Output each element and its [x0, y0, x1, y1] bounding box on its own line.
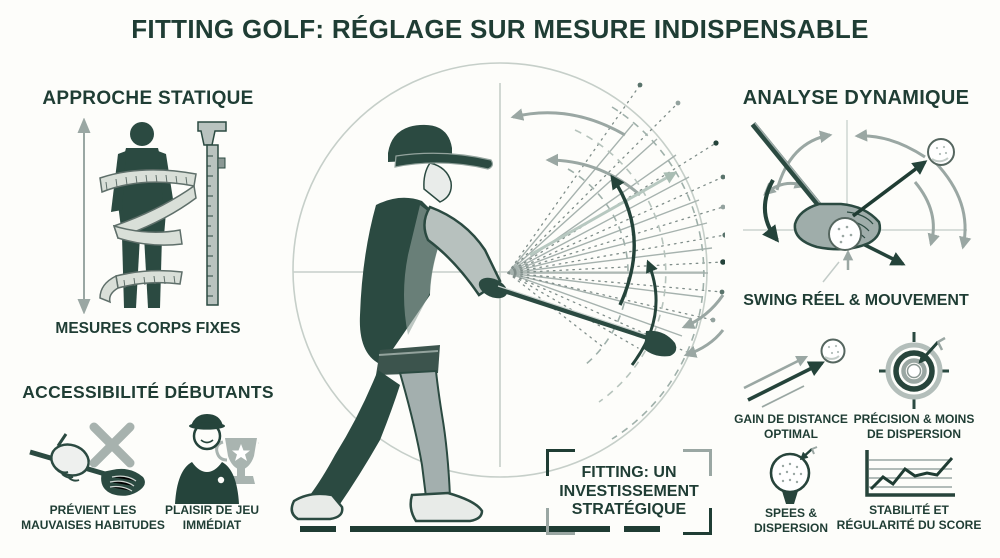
golf-club-head — [644, 330, 677, 357]
dart — [918, 336, 946, 364]
bullseye-ball — [906, 363, 922, 379]
beginners-heading: ACCESSIBILITÉ DÉBUTANTS — [22, 382, 274, 402]
club-impact-motion-illustration — [743, 120, 972, 283]
golfer-figure — [290, 124, 677, 523]
prevent-habits-caption: PRÉVIENT LES MAUVAISES HABITUDES — [21, 503, 165, 532]
ball-flight-arrow — [851, 160, 928, 218]
golfer-bust — [175, 414, 239, 504]
dynamic-analysis-heading: ANALYSE DYNAMIQUE — [742, 87, 970, 109]
static-approach-caption: MESURES CORPS FIXES — [55, 320, 241, 337]
bracket-corner — [546, 449, 575, 476]
dispersion-rays — [507, 123, 713, 337]
precision-caption: PRÉCISION & MOINS DE DISPERSION — [853, 412, 975, 441]
score-stability-caption: STABILITÉ ET RÉGULARITÉ DU SCORE — [836, 503, 982, 532]
distance-gain-caption: GAIN DE DISTANCE OPTIMAL — [734, 412, 848, 441]
golfer-swing-dispersion-illustration — [290, 62, 725, 532]
score-line-chart-icon — [865, 450, 955, 497]
page-title: FITTING GOLF: RÉGLAGE SUR MESURE INDISPE… — [131, 14, 869, 44]
dart — [799, 446, 818, 461]
golfer-trophy-icon — [175, 414, 259, 504]
static-approach-heading: APPROCHE STATIQUE — [42, 88, 254, 109]
golf-club-shaft — [495, 285, 653, 342]
dotted-dispersion-rays — [507, 84, 725, 355]
tee — [782, 491, 798, 504]
speed-dispersion-caption: SPEES & DISPERSION — [753, 506, 828, 535]
strategy-callout-box: FITTING: UN INVESTISSEMENT STRATÉGIQUE — [546, 449, 712, 535]
caliper — [197, 121, 227, 306]
bracket-corner — [683, 449, 712, 476]
golfball-tee-dart-icon — [769, 446, 818, 504]
golf-ball-impact — [828, 217, 862, 251]
strategy-label: FITTING: UN INVESTISSEMENT STRATÉGIQUE — [559, 463, 699, 519]
measuring-tape — [99, 169, 197, 304]
target-dart-icon — [879, 332, 949, 409]
bracket-corner — [546, 508, 575, 535]
immediate-fun-caption: PLAISIR DE JEU IMMÉDIAT — [164, 503, 260, 532]
body-measure-icon — [77, 118, 227, 314]
golf-ball-flying — [927, 138, 955, 166]
x-mark-icon — [89, 422, 135, 468]
trophy-star — [232, 444, 250, 461]
score-trend-line — [869, 457, 954, 491]
distance-arrow-ball-icon — [743, 338, 846, 408]
golf-ball — [820, 338, 846, 364]
swing-caption: SWING RÉEL & MOUVEMENT — [743, 292, 969, 309]
dispersion-arcs — [567, 106, 705, 440]
grip-club-x-icon — [29, 422, 145, 496]
swing-plane-circle — [292, 62, 708, 478]
gripping-hand — [50, 433, 90, 482]
bracket-corner — [683, 508, 712, 535]
